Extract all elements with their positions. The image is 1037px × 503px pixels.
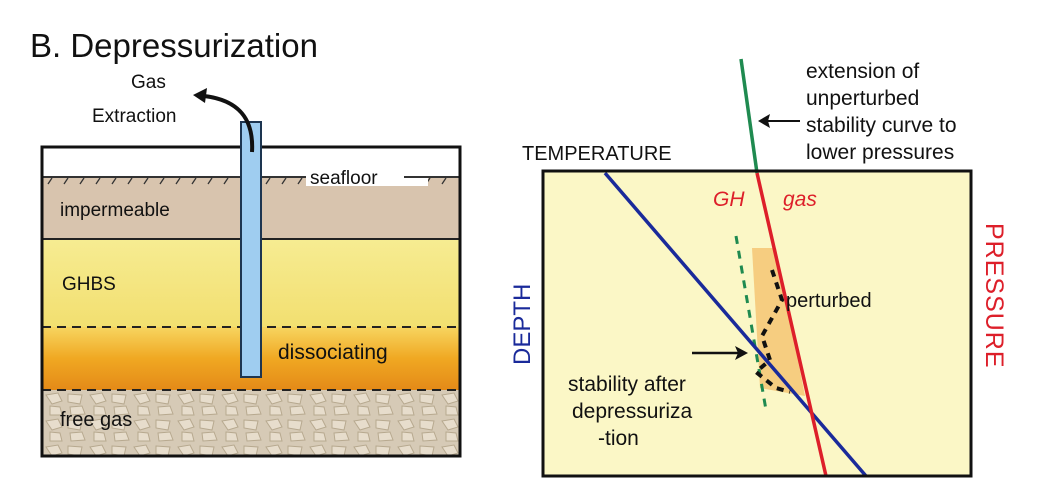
figure-title: B. Depressurization <box>30 27 318 64</box>
gas-extraction-label-line1: Gas <box>131 72 166 93</box>
stability-note-line1: stability after <box>568 373 686 396</box>
extraction-well-pipe <box>240 121 262 378</box>
temperature-axis-label: TEMPERATURE <box>522 143 672 165</box>
gh-phase-label: GH <box>713 188 745 211</box>
ghbs-label: GHBS <box>62 274 116 295</box>
unperturbed-stability-extension-line <box>739 58 759 174</box>
geotherm-line <box>603 171 868 478</box>
stability-annotation: stability after depressuriza -tion <box>568 346 748 450</box>
perturbed-path <box>752 269 791 394</box>
right-panel-frame <box>541 169 973 478</box>
left-panel: Gas Extraction seafloor impermeable GHBS… <box>40 72 462 458</box>
extension-note-line1: extension of <box>806 60 919 83</box>
stability-note-line3: -tion <box>598 427 639 450</box>
perturbed-label: perturbed <box>786 290 872 312</box>
seafloor-label: seafloor <box>310 168 378 189</box>
extension-note-line3: stability curve to <box>806 114 957 137</box>
extension-note-line4: lower pressures <box>806 141 954 164</box>
gas-extraction-label-line2: Extraction <box>92 106 176 127</box>
stability-note-line2: depressuriza <box>572 400 693 423</box>
depth-axis-label: DEPTH <box>509 284 536 365</box>
free-gas-layer <box>42 390 460 456</box>
impermeable-label: impermeable <box>60 200 170 221</box>
stability-curve-line <box>755 172 828 477</box>
extension-note-line2: unperturbed <box>806 87 919 110</box>
gas-phase-label: gas <box>783 188 817 211</box>
dissociating-label: dissociating <box>278 341 388 364</box>
pressure-axis-label: PRESSURE <box>980 223 1008 369</box>
right-panel: TEMPERATURE GH gas perturbed DEPTH PRESS… <box>509 58 1008 478</box>
free-gas-label: free gas <box>60 409 132 431</box>
extension-annotation: extension of unperturbed stability curve… <box>758 60 957 164</box>
gas-extraction-arrow <box>203 94 255 153</box>
